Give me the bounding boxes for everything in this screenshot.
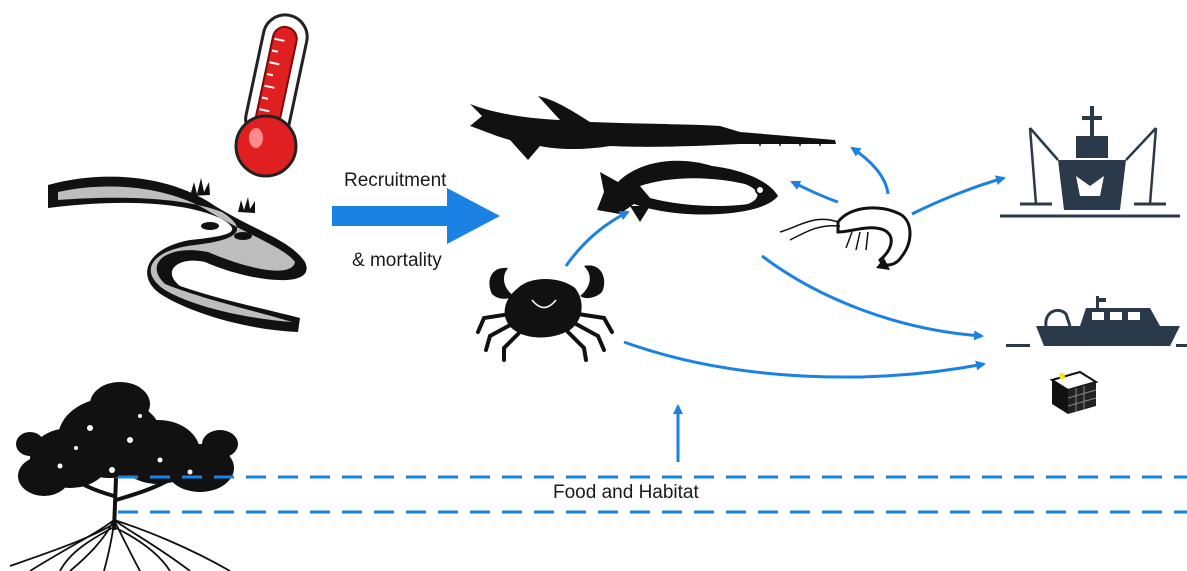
prawn-icon [780,208,910,270]
crab-to-boat-arrow [624,342,984,377]
recruitment-arrow [332,188,500,244]
recruitment-label: Recruitment [344,170,446,192]
trawler-icon [1000,106,1180,216]
crab-to-barramundi-arrow [566,212,628,266]
river-icon [48,177,307,332]
barramundi-to-boat-arrow [762,256,982,336]
crab-pot-icon [1052,372,1096,414]
prawn-to-trawler-arrow [912,178,1004,214]
prawn-to-barramundi-arrow [792,182,838,202]
crab-icon [478,265,612,360]
food-habitat-label: Food and Habitat [553,482,699,504]
thermometer-icon [236,11,311,176]
prawn-to-sawfish-arrow [852,148,888,194]
fishing-boat-icon [1006,296,1187,347]
sawfish-icon [470,96,836,160]
mortality-label: & mortality [352,250,442,272]
